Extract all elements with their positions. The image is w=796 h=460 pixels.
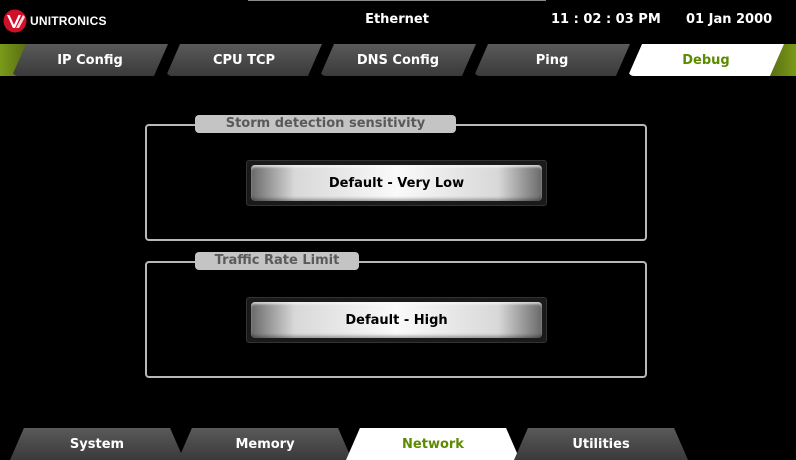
tab-label: Memory	[235, 436, 295, 452]
header-bar: UNITRONICS Ethernet 11 : 02 : 03 PM 01 J…	[0, 0, 796, 44]
tab-label: Network	[402, 436, 464, 452]
tab-label: Ping	[535, 52, 569, 68]
header-divider	[248, 0, 546, 1]
traffic-rate-frame: Default - High	[246, 297, 547, 343]
unitronics-logo: UNITRONICS	[2, 9, 107, 33]
storm-sensitivity-value: Default - Very Low	[328, 175, 465, 191]
logo-text: UNITRONICS	[30, 14, 107, 28]
tab-ip-config[interactable]: IP Config	[12, 44, 168, 76]
tab-label: Debug	[682, 52, 730, 68]
tab-dns-config[interactable]: DNS Config	[320, 44, 476, 76]
storm-detection-label: Storm detection sensitivity	[195, 115, 456, 133]
traffic-rate-label: Traffic Rate Limit	[195, 252, 359, 270]
tab-label: DNS Config	[356, 52, 440, 68]
tab-cpu-tcp[interactable]: CPU TCP	[166, 44, 322, 76]
unitronics-logo-icon	[3, 9, 27, 33]
tab-network[interactable]: Network	[346, 428, 520, 460]
storm-detection-frame: Default - Very Low	[246, 160, 547, 206]
tab-memory[interactable]: Memory	[178, 428, 352, 460]
screen-title: Ethernet	[365, 12, 429, 27]
storm-sensitivity-button[interactable]: Default - Very Low	[251, 165, 542, 201]
tab-utilities[interactable]: Utilities	[514, 428, 688, 460]
traffic-rate-value: Default - High	[345, 312, 448, 328]
clock-time: 11 : 02 : 03 PM	[551, 12, 661, 27]
tab-label: Utilities	[572, 436, 630, 452]
tab-ping[interactable]: Ping	[474, 44, 630, 76]
tab-label: CPU TCP	[212, 52, 276, 68]
tab-label: System	[69, 436, 125, 452]
tab-label: IP Config	[57, 52, 123, 68]
clock-date: 01 Jan 2000	[686, 12, 773, 27]
tab-system[interactable]: System	[10, 428, 184, 460]
traffic-rate-button[interactable]: Default - High	[251, 302, 542, 338]
tab-debug[interactable]: Debug	[628, 44, 784, 76]
traffic-rate-group	[145, 261, 647, 378]
